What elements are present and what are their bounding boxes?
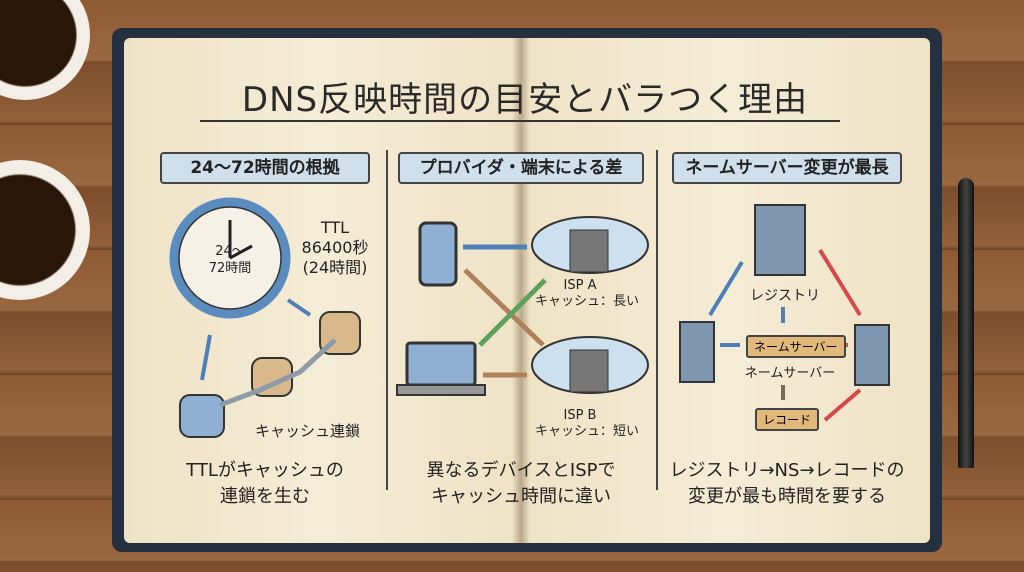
arrow-icon — [708, 248, 862, 422]
ttl-label: TTL — [320, 218, 350, 237]
title-underline — [200, 120, 840, 122]
chain-icon — [219, 338, 337, 408]
panel2-illustration — [396, 216, 649, 396]
ttl-hours: (24時間) — [302, 258, 368, 277]
panel3-header: ネームサーバー変更が最長 — [672, 152, 902, 184]
ttl-seconds: 86400秒 — [301, 238, 369, 257]
server-icon — [679, 204, 890, 386]
nameserver-box: ネームサーバー — [746, 335, 846, 358]
cloud-icon — [531, 336, 649, 394]
isp-b-cache: キャッシュ：短い — [535, 424, 640, 439]
cloud-icon — [531, 216, 649, 274]
database-icon — [179, 311, 361, 438]
panel3-illustration — [679, 204, 890, 422]
record-box: レコード — [755, 408, 820, 431]
panel2-caption-2: キャッシュ時間に違い — [431, 486, 611, 507]
nameserver-label: ネームサーバー — [744, 366, 836, 381]
chain-label: キャッシュ連鎖 — [255, 422, 361, 440]
panel1-caption-2: 連鎖を生む — [220, 486, 310, 507]
coffee-mug-top — [0, 0, 90, 100]
isp-b-name: ISP B — [563, 408, 597, 423]
double-arrow-icon — [200, 298, 312, 381]
coffee-mug-bottom — [0, 160, 90, 300]
clock-icon — [169, 197, 291, 319]
panel2-caption-1: 異なるデバイスとISPで — [426, 460, 616, 481]
clock-label-2: 72時間 — [208, 261, 252, 276]
clock-label-1: 24〜 — [215, 244, 245, 259]
laptop-icon — [396, 341, 486, 396]
smartphone-icon — [418, 221, 458, 287]
pen-icon — [958, 178, 974, 468]
panel3-caption-1: レジストリ→NS→レコードの — [669, 460, 905, 481]
isp-a-name: ISP A — [563, 278, 597, 293]
isp-a-cache: キャッシュ：長い — [535, 294, 640, 309]
panel1-header: 24〜72時間の根拠 — [160, 152, 370, 184]
page-title: DNS反映時間の目安とバラつく理由 — [241, 80, 809, 120]
panel1-illustration — [169, 197, 361, 438]
divider — [656, 150, 658, 490]
registry-label: レジストリ — [750, 288, 820, 304]
divider — [386, 150, 388, 490]
panel2-header: プロバイダ・端末による差 — [398, 152, 644, 184]
arrow-icon — [463, 244, 547, 378]
panel3-caption-2: 変更が最も時間を要する — [688, 486, 886, 507]
panel1-caption-1: TTLがキャッシュの — [186, 460, 344, 481]
